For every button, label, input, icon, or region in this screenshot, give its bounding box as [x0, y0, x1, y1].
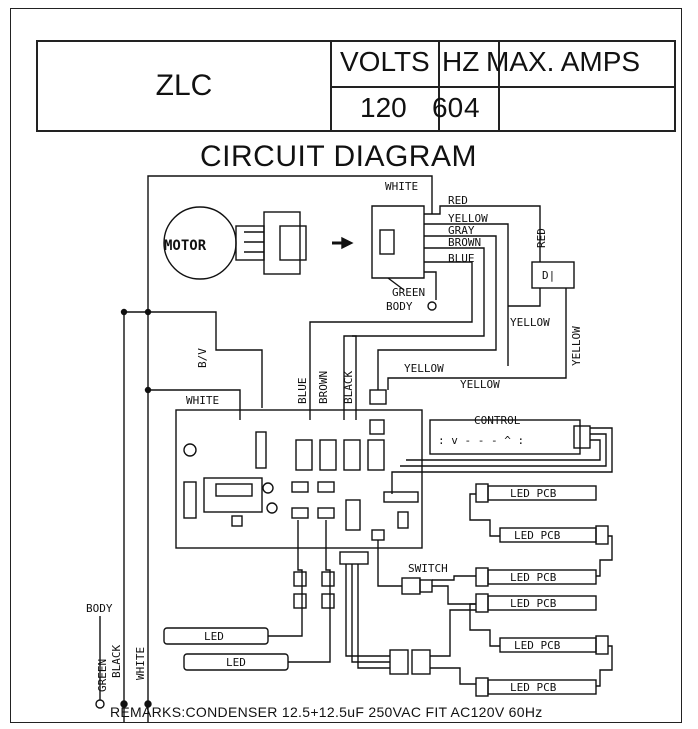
label-green: GREEN — [392, 286, 425, 299]
label-white-bottom: WHITE — [134, 647, 147, 680]
led-pcb-label: LED PCB — [514, 639, 561, 652]
label-yellow-vert: YELLOW — [570, 326, 583, 366]
label-red-vert: RED — [535, 228, 548, 248]
led-pcb-label: LED PCB — [514, 529, 561, 542]
led-label: LED — [226, 656, 246, 669]
label-green-bottom: GREEN — [96, 659, 109, 692]
model-name: ZLC — [38, 42, 332, 130]
label-yellow-mid1: YELLOW — [404, 362, 444, 375]
wire-white-top — [147, 175, 433, 722]
volts-value: 120 — [360, 92, 407, 123]
amps-header: MAX. AMPS — [486, 46, 641, 77]
ground-icon — [95, 699, 105, 709]
hz-value: 60 — [432, 92, 464, 123]
svg-text:D|: D| — [542, 269, 555, 282]
label-white-top: WHITE — [385, 180, 418, 193]
hz-header: HZ — [442, 46, 480, 77]
control-panel — [429, 419, 581, 455]
remarks-text: REMARKS:CONDENSER 12.5+12.5uF 250VAC FIT… — [110, 704, 543, 720]
ground-icon — [427, 301, 437, 311]
label-body-bottom: BODY — [86, 602, 113, 615]
label-red: RED — [448, 194, 468, 207]
amps-value: 4 — [464, 92, 480, 123]
table-divider — [332, 86, 676, 88]
spec-table: ZLC VOLTS HZ MAX. AMPS 120 60 4 — [36, 40, 676, 132]
table-divider — [498, 42, 500, 130]
label-black-bottom: BLACK — [110, 645, 123, 678]
label-blue-vert: BLUE — [296, 378, 309, 405]
board-relay — [203, 477, 263, 513]
capacitor-icon — [531, 261, 575, 289]
label-bv: B/V — [196, 348, 209, 368]
label-white-board: WHITE — [186, 394, 219, 407]
table-divider — [438, 42, 440, 130]
motor-plug-icon — [263, 211, 301, 275]
harness-connector — [411, 649, 431, 675]
switch-icon — [401, 577, 421, 595]
page-title: CIRCUIT DIAGRAM — [200, 140, 477, 173]
label-brown-vert: BROWN — [317, 371, 330, 404]
label-yellow-cap: YELLOW — [510, 316, 550, 329]
volts-header: VOLTS — [340, 46, 430, 77]
yellow-connector — [369, 389, 387, 405]
label-black-vert: BLACK — [342, 371, 355, 404]
label-gray: GRAY — [448, 224, 475, 237]
label-yellow: YELLOW — [448, 212, 488, 225]
motor-plug-icon — [279, 225, 307, 261]
motor-connector — [235, 225, 265, 261]
diagram-frame — [10, 8, 682, 723]
motor-receptacle-icon — [371, 205, 425, 279]
label-blue: BLUE — [448, 252, 475, 265]
svg-text:: v - - - ^ :: : v - - - ^ : — [438, 434, 524, 447]
harness-connector — [389, 649, 409, 675]
led-pcb-label: LED PCB — [510, 487, 557, 500]
board-component — [183, 443, 197, 457]
led-pcb-label: LED PCB — [510, 597, 557, 610]
motor-label: MOTOR — [164, 238, 207, 254]
led-label: LED — [204, 630, 224, 643]
label-yellow-mid2: YELLOW — [460, 378, 500, 391]
led-pcb-strips — [469, 483, 613, 697]
label-brown: BROWN — [448, 236, 481, 249]
led-pcb-label: LED PCB — [510, 681, 557, 694]
control-board — [175, 409, 423, 549]
label-control: CONTROL — [474, 414, 521, 427]
label-body: BODY — [386, 300, 413, 313]
led-pcb-label: LED PCB — [510, 571, 557, 584]
label-switch: SWITCH — [408, 562, 448, 575]
